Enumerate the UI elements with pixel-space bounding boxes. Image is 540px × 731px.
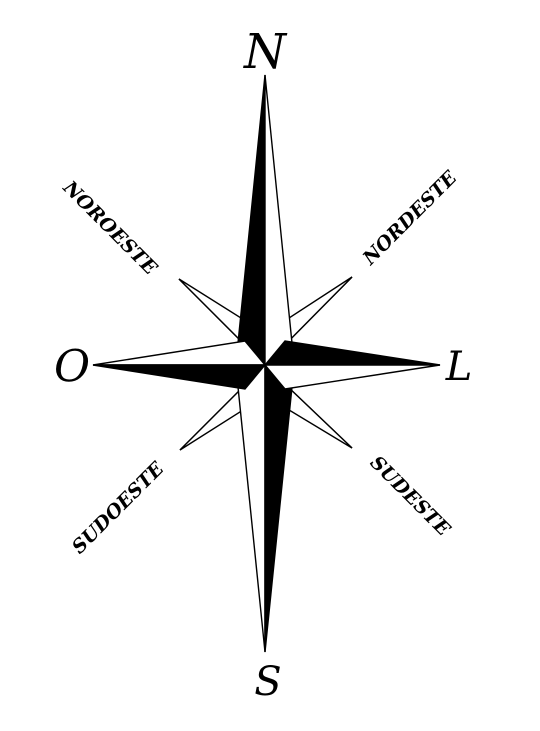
- west-label: O: [54, 342, 90, 393]
- south-point-dark: [265, 365, 292, 652]
- southeast-label: SUDESTE: [366, 452, 455, 541]
- east-label: L: [445, 344, 473, 390]
- northwest-label: NOROESTE: [58, 176, 162, 280]
- south-point-light: [238, 365, 265, 652]
- north-point-light: [265, 75, 292, 365]
- east-point-dark: [265, 341, 440, 365]
- cardinal-points: [93, 75, 440, 652]
- north-point-dark: [238, 75, 265, 365]
- west-point-dark: [93, 365, 265, 389]
- north-label: N: [243, 24, 288, 80]
- west-point-light: [93, 341, 265, 365]
- southwest-label: SUDOESTE: [68, 457, 169, 558]
- south-label: S: [254, 659, 281, 705]
- northeast-label: NORDESTE: [358, 166, 462, 270]
- east-point-light: [265, 365, 440, 389]
